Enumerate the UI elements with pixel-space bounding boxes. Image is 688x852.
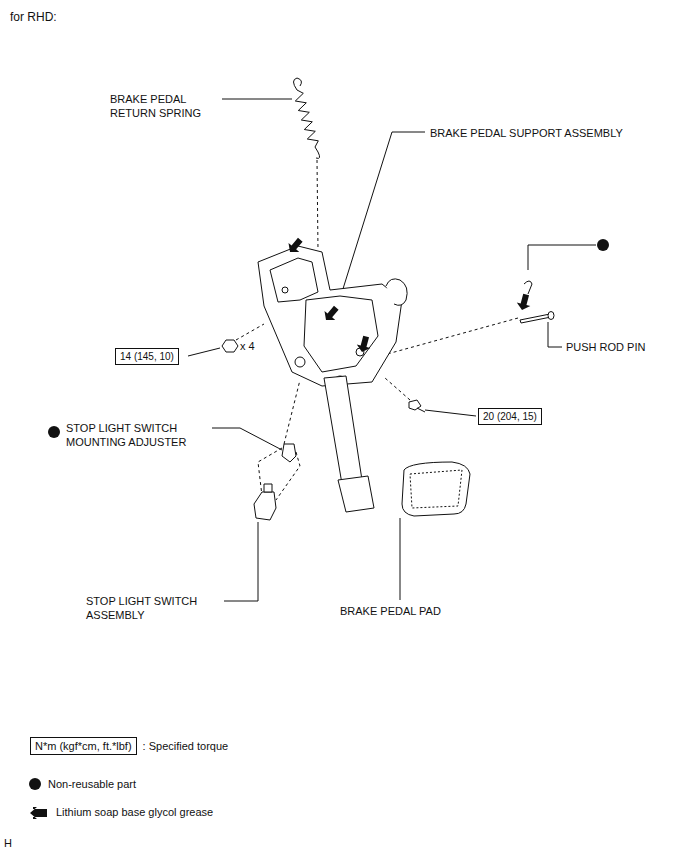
return-spring [294,78,320,158]
pedal-pad [402,462,470,516]
legend-sample-box: N*m (kgf*cm, ft.*lbf) [30,737,137,755]
part-name: STOP LIGHT SWITCH MOUNTING ADJUSTER [66,421,206,449]
grease-arrow [285,235,533,354]
legend-dot [29,778,41,790]
pedal-arm [324,376,374,512]
unit-note: N*m (kgf*cm, ft.*lbf) [31,738,136,754]
part-name: BRAKE PEDAL SUPPORT ASSEMBLY [430,126,670,140]
assembly-line [236,160,518,500]
quantity-note: x 4 [240,339,270,353]
legend-text: : Specified torque [143,739,229,753]
diagram-title: for RHD: [10,10,57,24]
non-reusable-dot [48,239,609,438]
stop-light-switch [254,444,296,520]
legend-arrow [30,807,47,819]
legend-text: Lithium soap base glycol grease [56,805,213,819]
torque-box: 14 (145, 10) [115,348,179,365]
part-name: BRAKE PEDAL RETURN SPRING [110,92,210,120]
part-name: PUSH ROD PIN [566,340,676,354]
part-name: BRAKE PEDAL PAD [340,604,490,618]
pedal-support [258,246,407,388]
figure-code: H [4,836,24,850]
torque-value: 20 (204, 15) [479,409,541,424]
leader-line [188,99,596,601]
legend-text: Non-reusable part [48,777,136,791]
nut [222,340,238,352]
torque-box: 20 (204, 15) [478,408,542,425]
part-name: STOP LIGHT SWITCH ASSEMBLY [86,594,226,622]
bolt [409,400,425,412]
torque-value: 14 (145, 10) [116,349,178,364]
